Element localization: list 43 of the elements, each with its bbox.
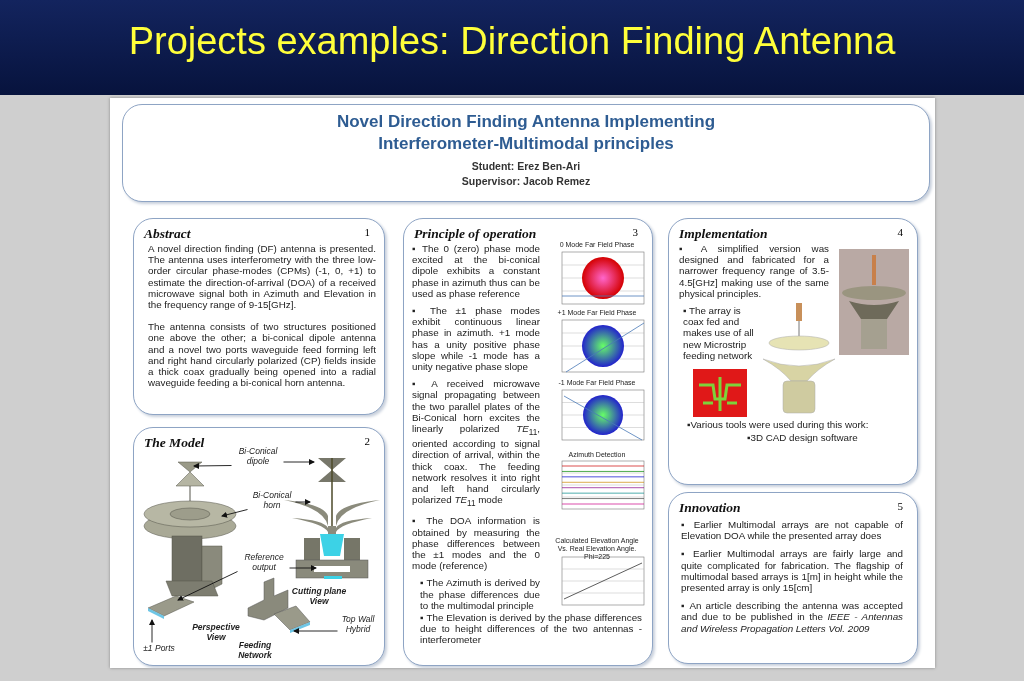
bullet-item: ▪3D CAD design software bbox=[747, 432, 859, 444]
callout-label: ±1 Ports bbox=[138, 643, 180, 653]
view-caption: Perspective View bbox=[191, 622, 240, 642]
panel-number: 3 bbox=[632, 226, 638, 238]
view-caption: Feeding Network bbox=[237, 640, 273, 660]
panel-number: 1 bbox=[364, 226, 370, 238]
section-panel bbox=[668, 218, 918, 485]
paragraph: The antenna consists of two structures positioned one above the other; a bi-conical dipole antenna and a novel two ports waveguide feed forming left and right hand circularly polarized (CP) fields inside a thick coax gradually being opened into a radial waveguide feeding a bi-conical horn antenna. bbox=[148, 321, 376, 389]
callout-label: Bi-Conical horn bbox=[248, 490, 296, 510]
section-heading: Principle of operation bbox=[414, 226, 537, 242]
bullet-item: ▪ Earlier Multimodal arrays are not capable of Elevation DOA while the presented array does bbox=[681, 519, 903, 542]
bullet-item: ▪ The Elevation is derived by the phase differences due to height differences of the two antennas - interferometer bbox=[420, 612, 642, 646]
section-heading: Implementation bbox=[679, 226, 768, 242]
bullet-item: ▪ An article describing the antenna was accepted and due to be published in the IEEE - Antennas and Wireless Propagation Letters Vol. 2009 bbox=[681, 600, 903, 634]
section-panel bbox=[403, 218, 653, 666]
section-panel bbox=[133, 427, 385, 666]
panel-number: 4 bbox=[897, 226, 903, 238]
bullet-item: ▪ Earlier Multimodal arrays are fairly large and quite complicated for fabrication. The flagship of multimodal based arrays is 1[m] in height while the presented array is only 15[cm] bbox=[681, 548, 903, 594]
bullet-item: ▪Various tools were used during this work: bbox=[687, 419, 870, 431]
header-panel bbox=[122, 104, 930, 202]
poster-title: Novel Direction Finding Antenna Implementing Interferometer-Multimodal principles bbox=[335, 111, 717, 155]
bullet-item: ▪ The array is coax fed and makes use of all new Microstrip feeding network bbox=[683, 305, 755, 361]
section-panel bbox=[668, 492, 918, 664]
callout-label: Reference output bbox=[238, 552, 290, 572]
bullet-item: ▪ The ±1 phase modes exhibit continuous linear phase in azimuth. +1 mode has a unity positive phase slope while -1 mode has a unity negative phase slope bbox=[412, 305, 540, 373]
panel-number: 5 bbox=[897, 500, 903, 512]
callout-label: Top Wall Hybrid bbox=[338, 614, 378, 634]
section-heading: The Model bbox=[144, 435, 205, 451]
bullet-item: ▪ A simplified version was designed and fabricated for a narrower frequency range of 3.5-4.5[GHz] making use of the same physical principles. bbox=[679, 243, 829, 299]
section-panel bbox=[133, 218, 385, 415]
author-line: Student: Erez Ben-Ari bbox=[470, 159, 582, 174]
panel-number: 2 bbox=[364, 435, 370, 447]
bullet-item: ▪ A received microwave signal propagating between the two parallel plates of the Bi-Conical horn excites the linearly polarized TE$_{11}$, oriented according to signal direction of arrival, within the thick coax. The feeding network resolves it into right and left hand circularly polarized TE$_{11}$ mode bbox=[412, 378, 540, 510]
slide-title: Projects examples: Direction Finding Antenna bbox=[127, 20, 897, 63]
author-line: Supervisor: Jacob Remez bbox=[460, 174, 592, 189]
view-caption: Cutting plane View bbox=[290, 586, 348, 606]
bullet-item: ▪ The DOA information is obtained by measuring the phase differences between the ±1 modes and the 0 mode (reference) bbox=[412, 515, 540, 572]
section-heading: Abstract bbox=[144, 226, 191, 242]
section-heading: Innovation bbox=[679, 500, 741, 516]
bullet-item: ▪ The 0 (zero) phase mode excited at the bi-conical dipole exhibits a constant phase in azimuth thus can be used as phase reference bbox=[412, 243, 540, 299]
bullet-item: ▪ The Azimuth is derived by the phase differences due to the multimodal principle bbox=[420, 577, 540, 611]
callout-label: Bi-Conical dipole bbox=[232, 446, 284, 466]
paragraph: A novel direction finding (DF) antenna is presented. The antenna uses interferometry with the three low-order circular phase-modes (CPMs) (-1, 0, +1) to estimate the direction-of-arrival (DOA) of a received microwave signal both in Azimuth and Elevation in the frequency range of 9-15[GHz]. bbox=[148, 243, 376, 311]
